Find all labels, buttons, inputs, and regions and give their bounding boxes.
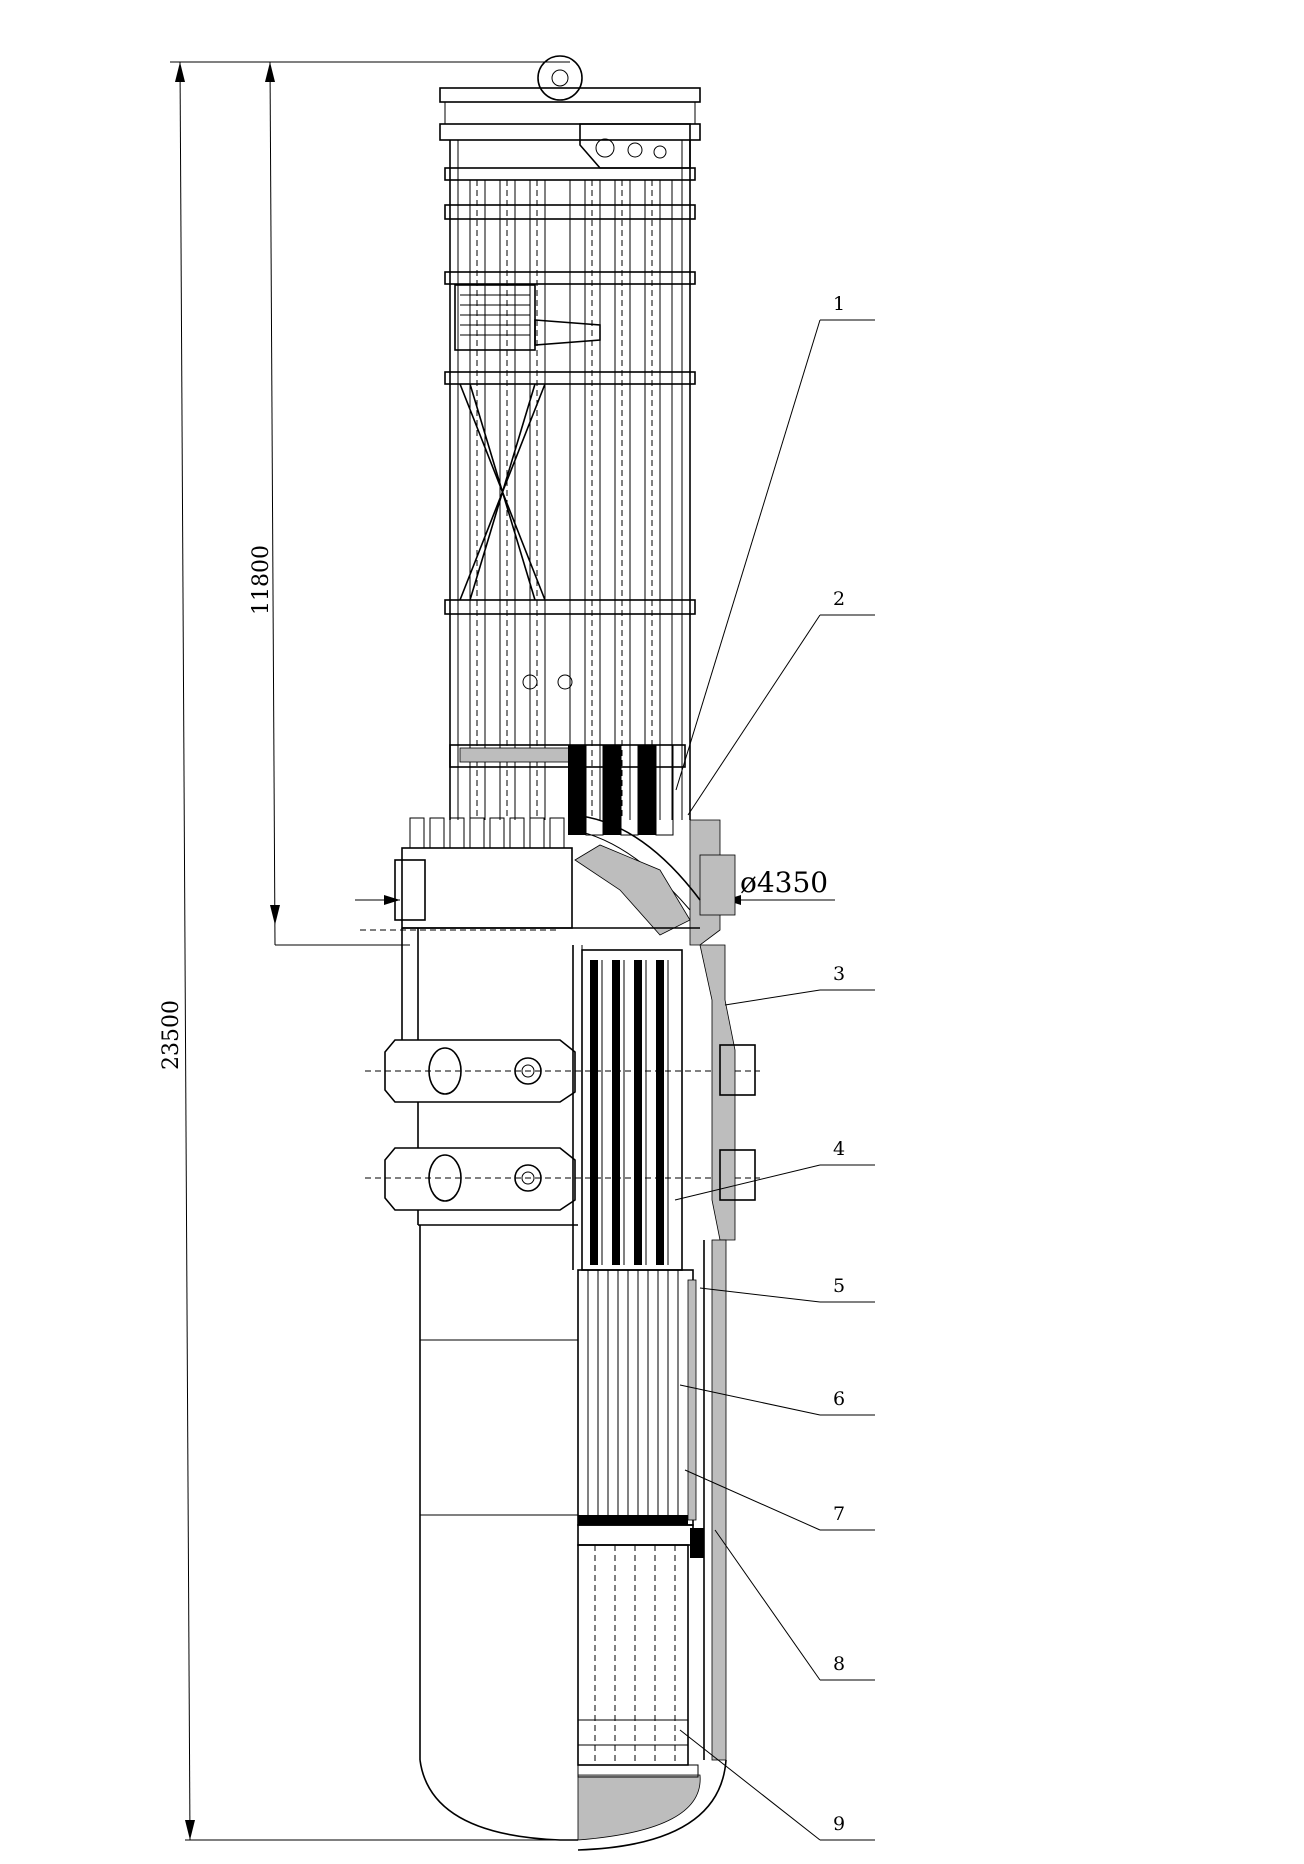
callout-label: 3 [833,963,845,985]
drive-shaft-section [568,744,674,836]
upper-height-value: 11800 [249,545,274,615]
callout-label: 8 [833,1653,845,1675]
vessel-upper-body [365,928,760,1270]
diameter-value: ø4350 [740,866,828,899]
diameter-dimension: ø4350 [355,866,835,905]
callout-label: 1 [833,293,845,315]
overall-height-value: 23500 [159,1000,184,1070]
callout-label: 9 [833,1813,845,1835]
upper-height-dimension: 11800 [249,61,410,946]
overall-height-dimension: 23500 [159,61,570,1841]
core-region [577,949,704,1766]
callout-label: 4 [833,1138,845,1160]
callout-labels: 1 2 3 4 5 6 7 8 9 [833,293,845,1835]
callout-leaders [674,319,875,1841]
callout-label: 5 [833,1275,845,1297]
callout-label: 7 [833,1503,845,1525]
callout-label: 6 [833,1388,845,1410]
vessel-head-flange [360,814,736,946]
callout-label: 2 [833,588,845,610]
upper-block-frame [439,55,701,820]
vessel-lower-body [418,1224,727,1851]
